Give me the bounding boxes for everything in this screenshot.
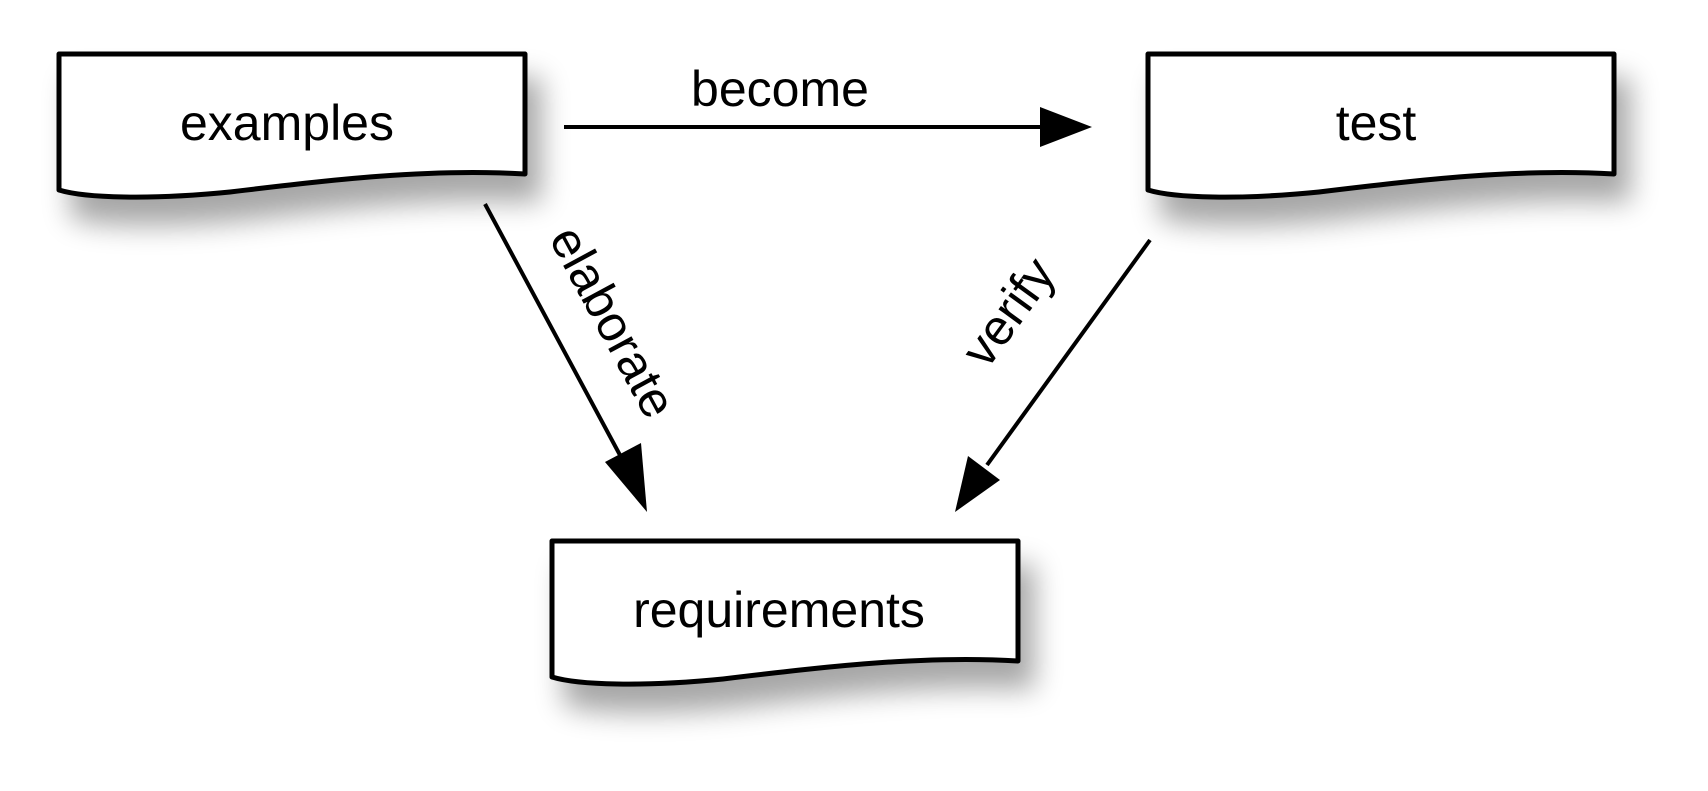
- edge-label-verify: verify: [950, 247, 1066, 377]
- edge-become: become: [564, 61, 1092, 147]
- node-test: test: [1145, 51, 1617, 200]
- node-label-examples: examples: [180, 95, 394, 151]
- edge-label-become: become: [691, 61, 869, 117]
- edge-elaborate: elaborate: [483, 203, 687, 512]
- document-shape: [549, 538, 1021, 687]
- arrowhead-icon: [1040, 107, 1092, 147]
- node-label-test: test: [1336, 95, 1417, 151]
- arrowhead-icon: [955, 456, 1000, 512]
- document-shape: [1145, 51, 1617, 200]
- document-shape: [56, 51, 528, 200]
- node-label-requirements: requirements: [633, 582, 925, 638]
- node-examples: examples: [56, 51, 528, 200]
- arrowhead-icon: [605, 443, 647, 512]
- arrow-line: [483, 203, 630, 471]
- edge-verify: verify: [950, 238, 1152, 512]
- edge-label-elaborate: elaborate: [539, 217, 687, 427]
- arrow-line: [985, 238, 1152, 467]
- node-requirements: requirements: [549, 538, 1021, 687]
